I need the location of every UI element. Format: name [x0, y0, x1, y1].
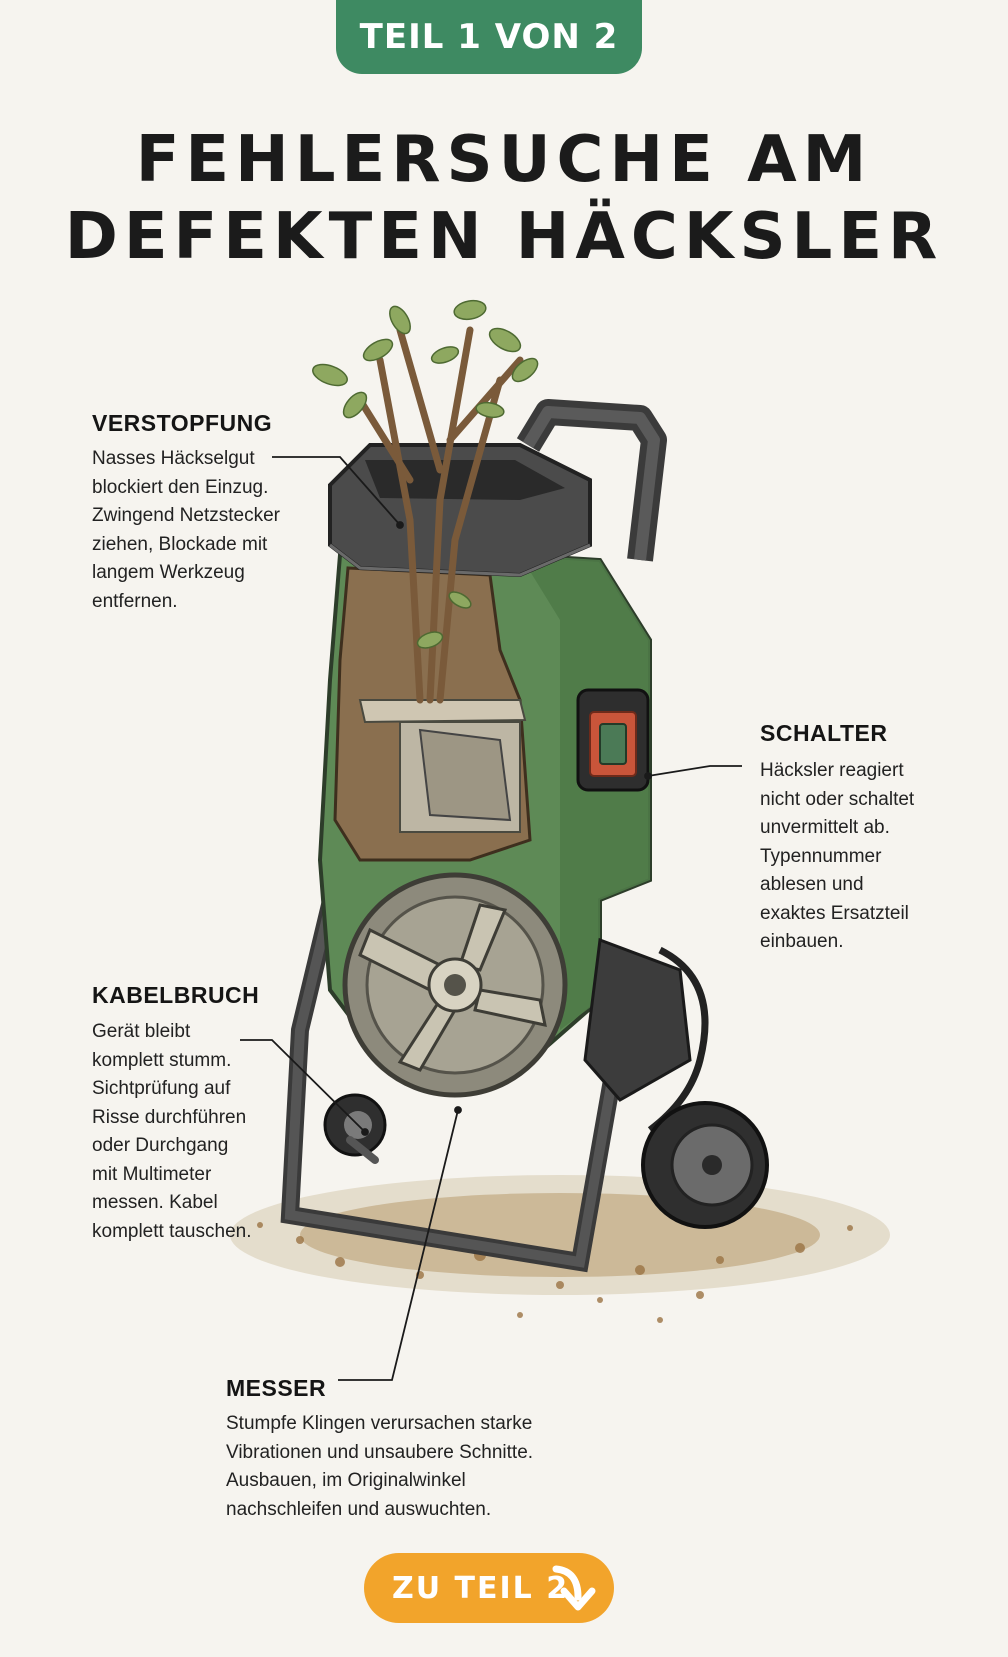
text-line: Gerät bleibt: [92, 1021, 191, 1042]
text-line: ziehen, Blockade mit: [92, 533, 268, 555]
next-part-button[interactable]: ZU TEIL 2: [364, 1553, 614, 1623]
text-line: mit Multimeter: [92, 1163, 212, 1185]
text-line: blockiert den Einzug.: [92, 476, 269, 498]
text-line: nicht oder schaltet: [760, 788, 915, 810]
text-line: Nasses Häckselgut: [92, 448, 255, 469]
text-line: messen. Kabel: [92, 1192, 218, 1213]
callout-verstopfung-text: Nasses Häckselgut blockiert den Einzug. …: [92, 445, 292, 616]
text-line: komplett tauschen.: [92, 1220, 252, 1242]
frame-legs: [280, 896, 621, 1273]
callout-kabelbruch-label: KABELBRUCH: [92, 982, 260, 1008]
callout-leaders: [240, 456, 742, 1381]
text-line: Ausbauen, im Originalwinkel: [226, 1470, 466, 1491]
text-line: exaktes Ersatzteil: [760, 902, 909, 924]
text-line: ablesen und: [760, 874, 864, 895]
callout-messer-text: Stumpfe Klingen verursachen starke Vibra…: [226, 1410, 546, 1524]
handle: [516, 399, 667, 562]
text-line: Typennummer: [760, 845, 882, 867]
text-line: nachschleifen und auswuchten.: [226, 1498, 492, 1520]
text-line: komplett stumm.: [92, 1049, 232, 1071]
text-line: Stumpfe Klingen verursachen starke: [226, 1413, 533, 1434]
callout-schalter-text: Häcksler reagiert nicht oder schaltet un…: [760, 757, 960, 957]
text-line: oder Durchgang: [92, 1135, 229, 1156]
part-indicator-badge: TEIL 1 VON 2: [336, 0, 642, 74]
page-title-line-1: FEHLERSUCHE AM: [135, 123, 873, 197]
text-line: Sichtprüfung auf: [92, 1078, 231, 1099]
motor-housing: [583, 937, 709, 1133]
next-part-button-label: ZU TEIL 2: [392, 1570, 570, 1606]
text-line: langem Werkzeug: [92, 562, 245, 583]
text-line: Risse durchführen: [92, 1106, 247, 1128]
text-line: unvermittelt ab.: [760, 817, 890, 838]
callout-messer-label: MESSER: [226, 1375, 327, 1401]
text-line: einbauen.: [760, 931, 844, 952]
arrow-down-right-icon: [552, 1565, 596, 1611]
callout-verstopfung-label: VERSTOPFUNG: [92, 410, 273, 436]
wheel-large: [641, 1101, 769, 1229]
switch-panel: [576, 688, 650, 792]
callout-kabelbruch-text: Gerät bleibt komplett stumm. Sichtprüfun…: [92, 1018, 292, 1246]
wheel-small: [323, 1093, 387, 1164]
callout-schalter-label: SCHALTER: [760, 720, 888, 746]
text-line: entfernen.: [92, 590, 178, 612]
leaves: [312, 299, 539, 649]
text-line: Zwingend Netzstecker: [92, 505, 280, 526]
page-title-line-2: DEFEKTEN HÄCKSLER: [64, 200, 944, 274]
cutter-disk: [342, 872, 568, 1098]
text-line: Häcksler reagiert: [760, 760, 904, 781]
mulch-ground: [230, 1175, 890, 1323]
text-line: Vibrationen und unsaubere Schnitte.: [226, 1441, 534, 1463]
